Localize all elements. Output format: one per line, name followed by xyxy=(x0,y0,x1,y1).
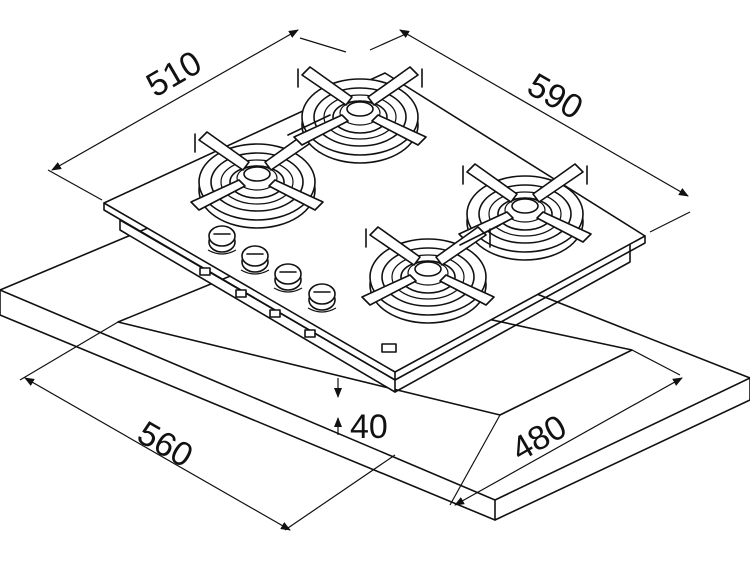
control-slot xyxy=(269,309,281,318)
burner-rear-right xyxy=(458,163,592,261)
control-slot xyxy=(235,289,247,298)
burner-front-right xyxy=(361,226,495,324)
dimension-label-590: 590 xyxy=(521,66,589,127)
dimension-label-510: 510 xyxy=(140,44,208,105)
dimension-40: 40 xyxy=(334,378,388,446)
control-slot xyxy=(304,329,316,338)
dimension-label-40: 40 xyxy=(350,408,388,446)
burner-front-left xyxy=(190,131,324,229)
logo-plate xyxy=(381,343,397,353)
control-slot xyxy=(199,267,211,276)
burner-rear-left xyxy=(293,66,427,164)
dimension-label-560: 560 xyxy=(131,414,199,475)
